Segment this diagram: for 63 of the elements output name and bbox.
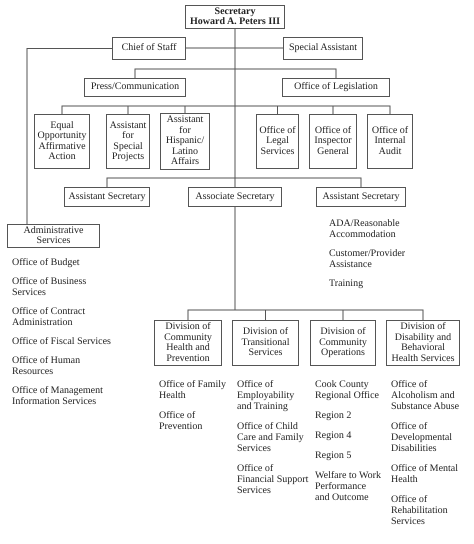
org-box [282,78,390,97]
org-box [310,320,376,366]
org-box [367,114,413,169]
office-name: Training [329,278,364,289]
office-name: Office of Developmental Disabilities [391,421,454,454]
office-name: Office of Rehabilitation Services [391,494,449,527]
box-label: Assistant for Special Projects [109,120,147,162]
org-box [188,187,282,207]
office-name: Region 4 [315,430,352,441]
office-name: Customer/Provider Assistance [329,248,406,270]
office-name: Office of Prevention [159,410,204,432]
box-label: Division of Transitional Services [240,327,290,359]
office-name: Office of Family Health [159,379,228,401]
box-label: Office of Internal Audit [370,126,410,158]
office-name: Cook County Regional Office [315,379,380,401]
box-label: Office of Legal Services [259,126,296,158]
org-box [106,114,150,169]
org-box [7,224,100,248]
box-label: Assistant Secretary [322,192,400,202]
org-box [112,37,186,60]
org-box [34,114,90,169]
connector-line [26,48,112,224]
box-label: Division of Community Operations [318,327,368,359]
box-label: Equal Opportunity Affirmative Action [37,120,87,162]
box-label: Chief of Staff [122,43,176,54]
box-label: Associate Secretary [195,192,275,202]
office-name: Office of Fiscal Services [12,336,112,347]
org-box [283,37,363,60]
office-name: Welfare to Work Performance and Outcome [315,470,382,503]
box-label: Division of Community Health and Prevention [163,322,213,364]
box-label: Office of Inspector General [313,126,353,158]
office-name: Office of Mental Health [391,463,460,485]
office-name: Office of Contract Administration [12,306,86,328]
office-name: Region 2 [315,410,352,421]
org-box [64,187,150,207]
title-text: Secretary [214,6,256,16]
org-box [256,114,299,169]
office-name: Office of Child Care and Family Services [237,421,305,454]
office-name: Office of Alcoholism and Substance Abuse [391,379,460,412]
connector-line [234,28,362,188]
office-name: Office of Business Services [12,276,88,298]
org-box [309,114,357,169]
title-text: Howard A. Peters III [190,17,280,28]
office-name: Office of Human Resources [12,355,82,377]
org-box [232,320,299,366]
box-label: Administrative Services [22,226,84,246]
office-name: Office of Financial Support Services [237,463,309,496]
org-box [185,5,285,29]
box-label: Division of Disability and Behavioral Health Services [390,322,456,364]
office-name: ADA/Reasonable Accommodation [329,218,401,240]
box-label: Assistant Secretary [68,192,146,202]
box-label: Press/Communication [90,82,180,93]
office-name: Office of Management Information Services [12,385,104,407]
org-box [316,187,406,207]
box-label: Assistant for Hispanic/ Latino Affairs [164,115,206,168]
box-label: Office of Legislation [294,82,378,93]
connector-line [234,206,424,320]
box-label: Special Assistant [288,43,358,54]
office-name: Office of Employability and Training [237,379,296,412]
org-box [84,78,186,97]
org-box [154,320,222,366]
office-name: Region 5 [315,450,352,461]
office-name: Office of Budget [12,257,81,268]
